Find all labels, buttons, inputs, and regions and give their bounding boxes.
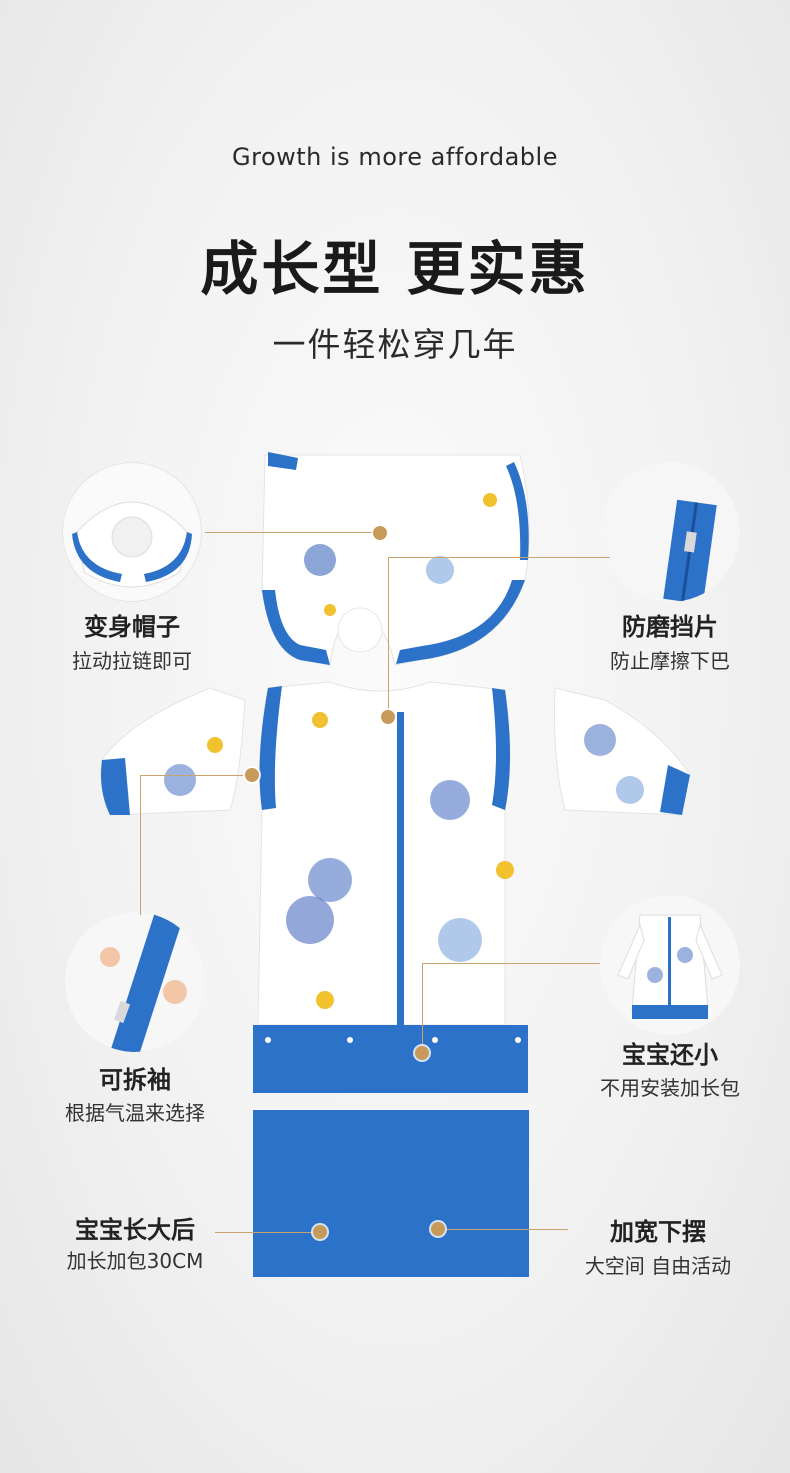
feature-hem-desc: 大空间 自由活动: [584, 1254, 732, 1278]
left-sleeve: [100, 687, 246, 816]
chin-guard-detail-image: [600, 462, 740, 602]
feature-hood-desc: 拉动拉链即可: [72, 649, 192, 673]
leader-line-sleeve-vertical: [140, 775, 141, 915]
page-tagline: 一件轻松穿几年: [272, 325, 518, 364]
hotspot-hem: [431, 1222, 445, 1236]
hotspot-small: [415, 1046, 429, 1060]
feature-hood-title: 变身帽子: [84, 613, 180, 641]
hotspot-sleeve: [245, 768, 259, 782]
feature-extend-title: 宝宝长大后: [75, 1216, 195, 1244]
hotspot-chin: [381, 710, 395, 724]
feature-hem-title: 加宽下摆: [610, 1218, 706, 1246]
leader-line-hem: [438, 1229, 568, 1230]
leader-line-hood: [205, 532, 380, 533]
leader-line-small-vertical: [422, 963, 423, 1051]
small-size-detail-image: [600, 895, 740, 1035]
leader-line-chin-vertical: [388, 557, 389, 717]
feature-small-title: 宝宝还小: [622, 1041, 718, 1069]
feature-chin-desc: 防止摩擦下巴: [610, 649, 730, 673]
feature-small-desc: 不用安装加长包: [600, 1076, 740, 1100]
page-title: 成长型 更实惠: [200, 235, 590, 303]
sleeping-bag-icon: [600, 895, 740, 1035]
header-subtitle: Growth is more affordable: [232, 143, 558, 171]
feature-sleeve-desc: 根据气温来选择: [65, 1101, 205, 1125]
sleeve-zipper-icon: [65, 912, 205, 1052]
leader-line-chin: [388, 557, 610, 558]
hood-icon: [72, 501, 192, 588]
leader-line-sleeve: [140, 775, 252, 776]
right-sleeve: [553, 687, 691, 816]
hood-detail-image: [62, 462, 202, 602]
feature-extend-desc: 加长加包30CM: [66, 1249, 204, 1273]
vest-body: [253, 681, 528, 1093]
zipper-icon: [600, 462, 740, 602]
sleeve-detail-image: [65, 912, 205, 1052]
feature-chin-title: 防磨挡片: [622, 613, 718, 641]
hood-piece: [261, 452, 530, 666]
hotspot-extend: [313, 1225, 327, 1239]
hotspot-hood: [373, 526, 387, 540]
feature-sleeve-title: 可拆袖: [99, 1066, 171, 1094]
extension-panel: [253, 1110, 529, 1277]
leader-line-small: [422, 963, 600, 964]
leader-line-extend: [215, 1232, 320, 1233]
